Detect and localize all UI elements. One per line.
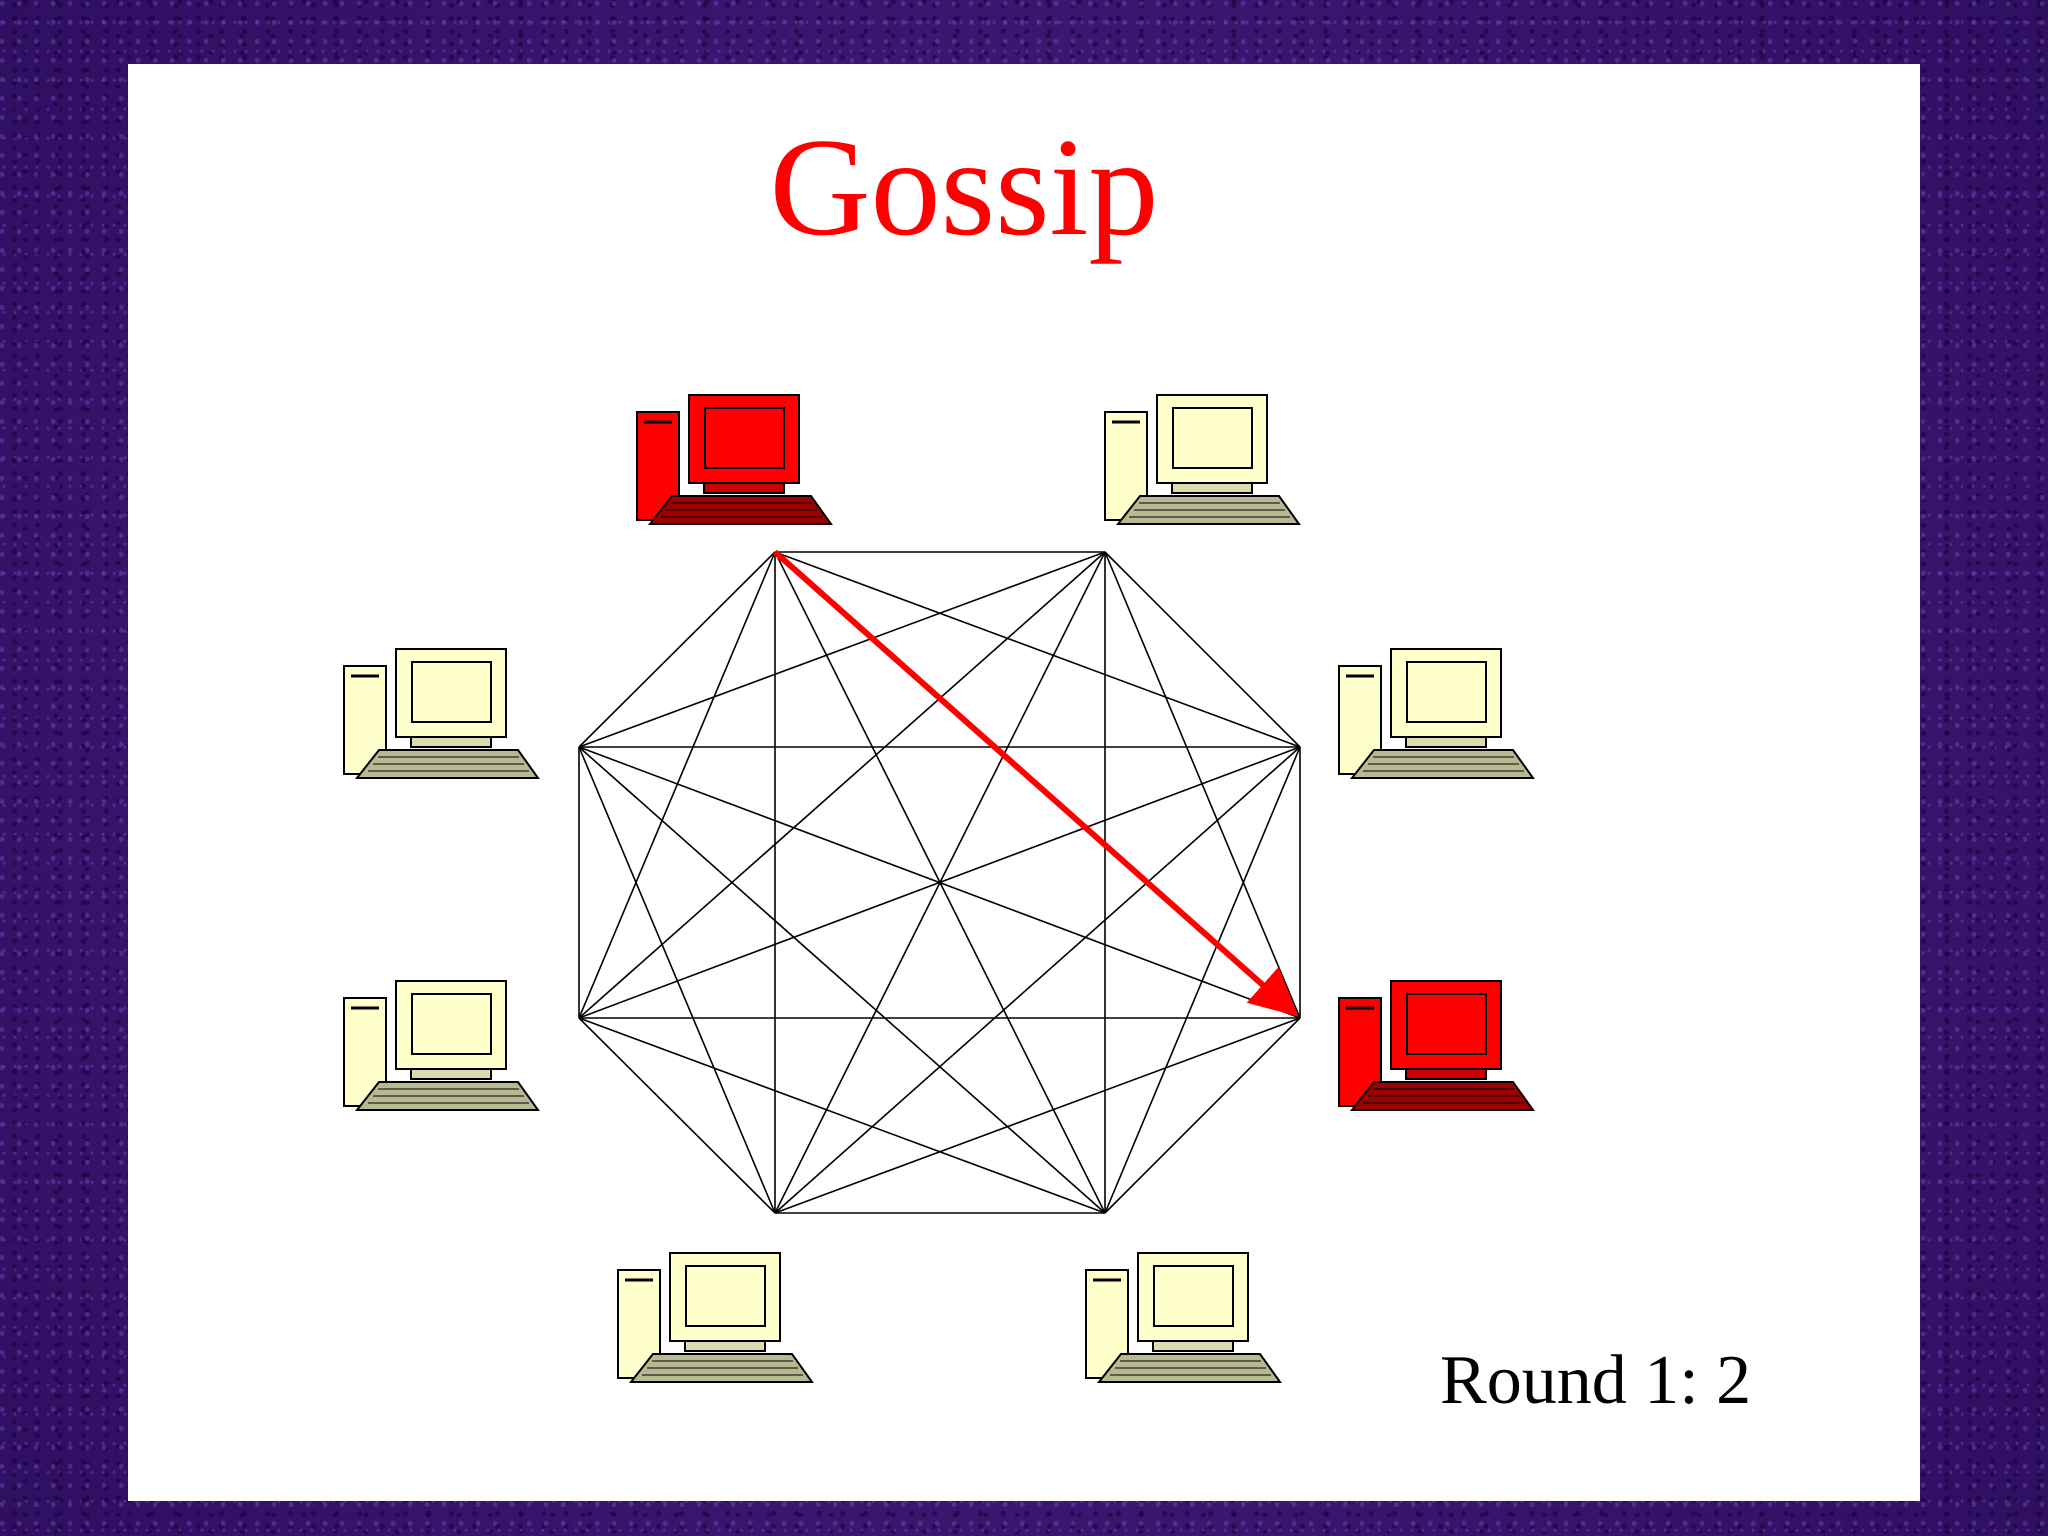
- network-edge: [578, 746, 1106, 1214]
- computer-icon: [343, 648, 540, 779]
- network-edges: [578, 551, 1301, 1214]
- computer-icon: [1104, 394, 1301, 525]
- computer-icon: [343, 980, 540, 1111]
- network-edge: [578, 551, 1106, 1019]
- network-edge: [774, 1017, 1301, 1214]
- network-edge: [578, 551, 776, 1019]
- computer-nodes: [343, 394, 1535, 1383]
- network-edge: [774, 746, 1301, 1214]
- network-edge: [578, 1017, 776, 1214]
- network-edge: [1104, 551, 1301, 748]
- network-edge: [578, 746, 776, 1214]
- computer-icon: [636, 394, 833, 525]
- network-edge: [578, 551, 1106, 748]
- network-edge: [774, 551, 1301, 748]
- message-arrow: [773, 549, 1299, 1017]
- network-edge: [578, 746, 1301, 1019]
- network-edge: [1104, 551, 1301, 1019]
- round-label: Round 1: 2: [1440, 1342, 1752, 1419]
- network-edge: [1104, 1017, 1301, 1214]
- message-arrow-layer: [773, 549, 1299, 1017]
- network-edge: [1104, 746, 1301, 1214]
- network-edge: [578, 551, 776, 748]
- computer-icon: [617, 1252, 814, 1383]
- slide: [128, 64, 1920, 1501]
- computer-icon: [1338, 648, 1535, 779]
- slide-title: Gossip: [769, 110, 1159, 265]
- network-edge: [578, 1017, 1106, 1214]
- computer-icon: [1338, 980, 1535, 1111]
- computer-icon: [1085, 1252, 1282, 1383]
